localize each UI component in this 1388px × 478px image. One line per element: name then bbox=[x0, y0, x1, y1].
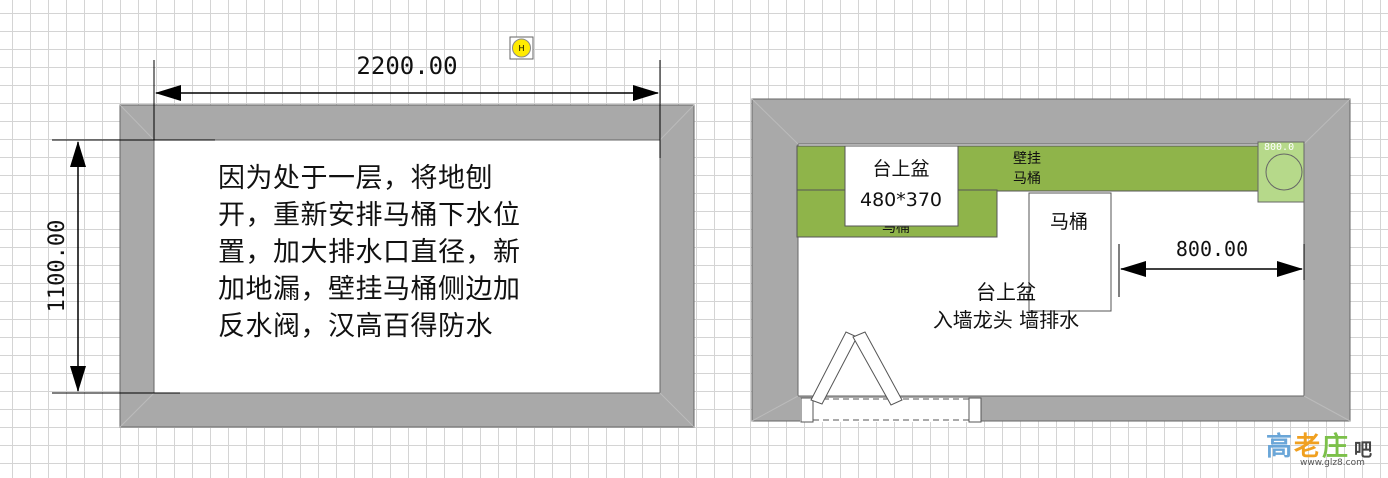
left-room-floor bbox=[153, 139, 661, 394]
basin-label-2: 台上盆 bbox=[976, 280, 1036, 304]
wall-hung-toilet-line1: 壁挂 bbox=[1013, 151, 1041, 167]
note-line: 加地漏，壁挂马桶侧边加 bbox=[218, 274, 521, 305]
wall-hung-toilet-line2: 马桶 bbox=[1013, 171, 1041, 187]
note-line: 反水阀，汉高百得防水 bbox=[218, 311, 493, 342]
renovation-note: 因为处于一层，将地刨 开，重新安排马桶下水位 置，加大排水口直径，新 加地漏，壁… bbox=[218, 160, 590, 345]
watermark-logo: 高 老 庄 吧 www.glz8.com bbox=[1264, 426, 1386, 472]
faucet-note: 入墙龙头 墙排水 bbox=[933, 308, 1079, 332]
watermark-url: www.glz8.com bbox=[1300, 458, 1365, 468]
watermark-glyph: 庄 bbox=[1322, 432, 1349, 462]
floor-drain-label: 800.0 bbox=[1264, 142, 1294, 153]
watermark-glyph: 老 bbox=[1294, 432, 1321, 462]
h-marker[interactable]: H bbox=[509, 36, 534, 60]
basin-box[interactable]: 台上盆 480*370 bbox=[844, 145, 959, 227]
floor-drain: 800.0 bbox=[1257, 141, 1305, 203]
folding-door[interactable] bbox=[810, 331, 903, 406]
width-dimension-label: 2200.00 bbox=[356, 52, 457, 80]
left-room-plan: 2200.00 1100.00 H bbox=[45, 36, 695, 428]
note-line: 置，加大排水口直径，新 bbox=[218, 237, 521, 268]
toilet-label: 马桶 bbox=[1050, 211, 1088, 233]
basin-size: 480*370 bbox=[860, 189, 942, 211]
basin-label: 台上盆 bbox=[872, 158, 929, 180]
right-room-plan: 壁挂 马桶 马桶 800.0 台上盆 480*370 马桶 800.00 台上盆… bbox=[751, 98, 1351, 423]
h-marker-label: H bbox=[518, 44, 524, 53]
note-line: 因为处于一层，将地刨 bbox=[218, 163, 493, 194]
door-jamb-right bbox=[968, 397, 982, 423]
door-jamb-left bbox=[800, 397, 814, 423]
watermark-glyph: 吧 bbox=[1354, 440, 1372, 461]
height-dimension-label: 1100.00 bbox=[45, 220, 70, 313]
toilet-box[interactable]: 马桶 bbox=[1028, 192, 1112, 312]
watermark-glyph: 高 bbox=[1266, 432, 1293, 462]
dimension-800-label: 800.00 bbox=[1176, 237, 1248, 261]
note-line: 开，重新安排马桶下水位 bbox=[218, 200, 521, 231]
